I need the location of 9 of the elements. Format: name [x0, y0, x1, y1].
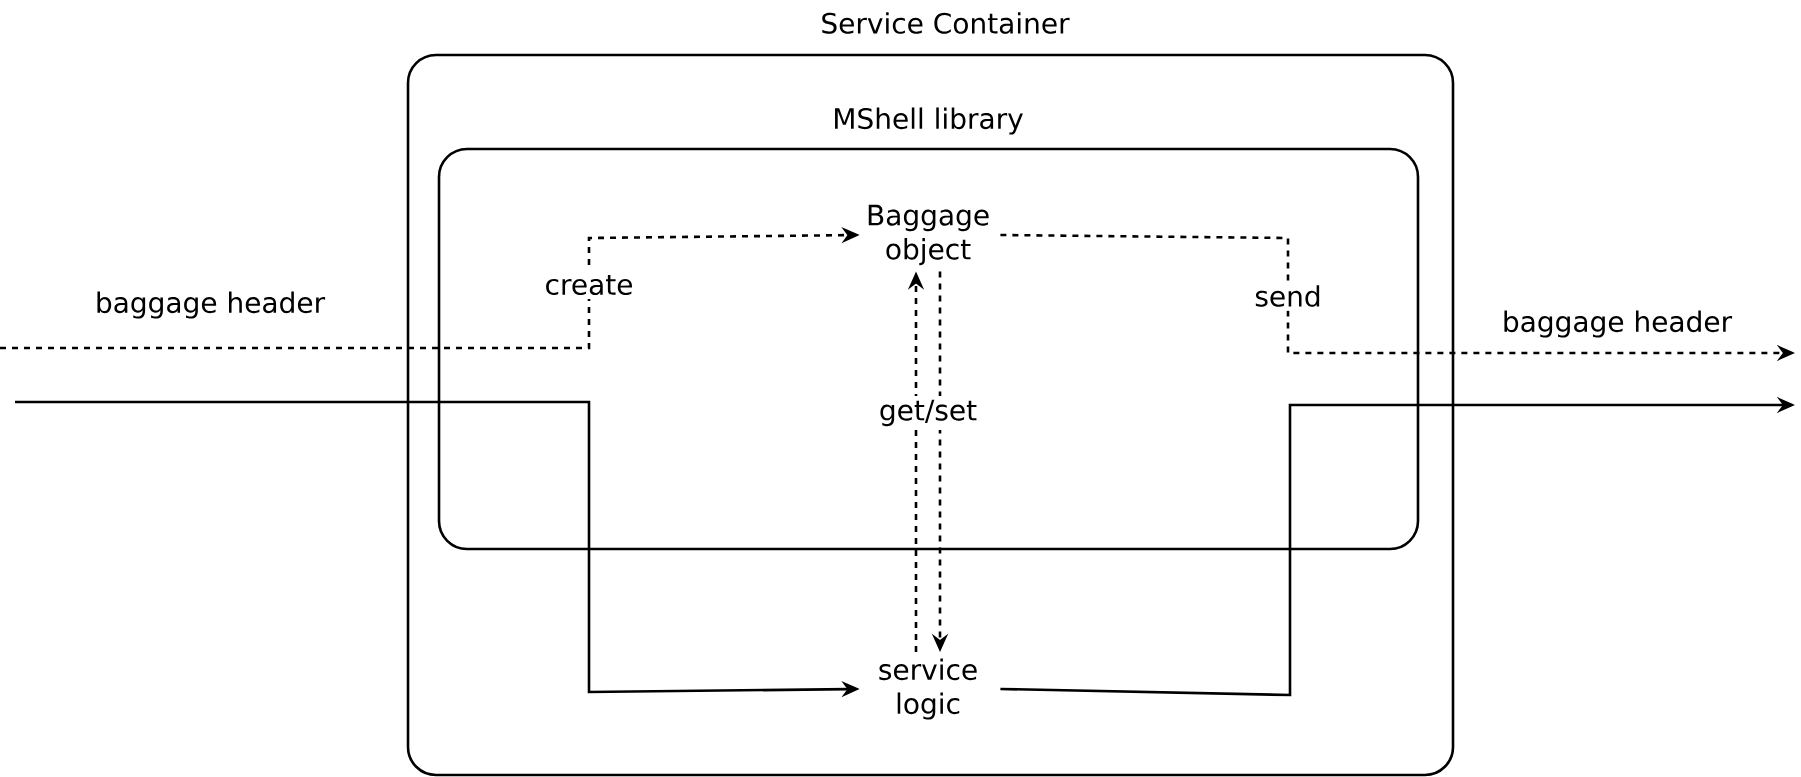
line-label: baggage header [1504, 310, 1733, 338]
line-label: baggage header [97, 291, 326, 319]
node-text: Baggage object [868, 204, 989, 266]
box-heading: Service Container [816, 8, 1074, 38]
node-text: service logic [879, 658, 977, 720]
edge-label: create [546, 274, 632, 296]
edge-label: send [1255, 285, 1320, 307]
edge-label: get/set [880, 399, 977, 427]
box-heading: MShell library [828, 103, 1028, 139]
